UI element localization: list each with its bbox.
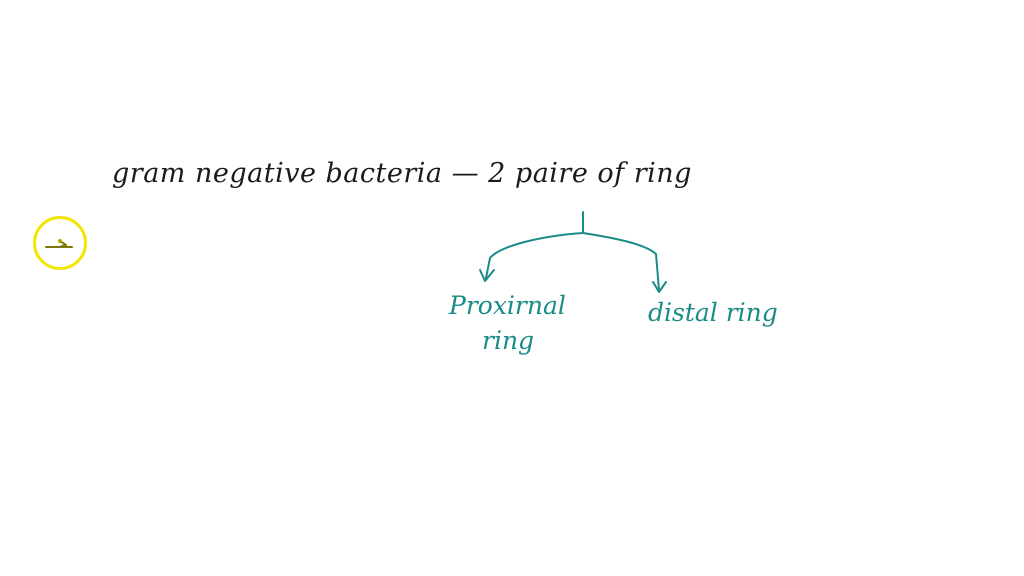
branch-right-curve xyxy=(582,232,660,291)
proximal-label-line1: Proxirnal xyxy=(449,291,566,320)
arrowhead-left-icon xyxy=(479,269,495,282)
arrowhead-right-icon xyxy=(652,281,667,293)
pen-cursor-icon[interactable] xyxy=(33,216,87,270)
heading-text: gram negative bacteria — 2 paire of ring xyxy=(112,158,692,189)
pen-tip-icon xyxy=(45,239,73,248)
proximal-label-line2: ring xyxy=(482,326,535,355)
branch-left-curve xyxy=(485,232,584,279)
distal-ring-label: distal ring xyxy=(648,298,778,327)
